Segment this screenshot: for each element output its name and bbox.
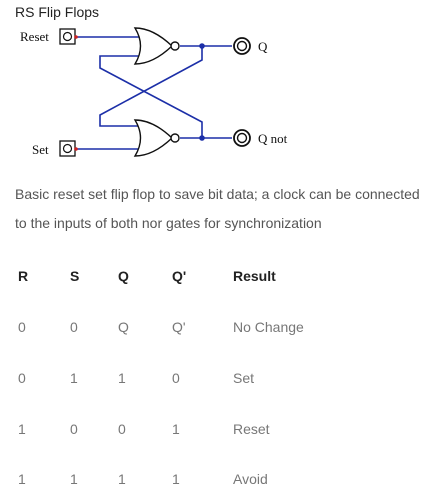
q-feedback-wire <box>99 46 203 127</box>
cell-q: Q <box>118 319 129 335</box>
header-result: Result <box>233 268 276 284</box>
qnot-label: Q not <box>258 131 288 146</box>
set-input-port <box>59 140 78 157</box>
table-header-row: R S Q Q' Result <box>0 256 432 296</box>
cell-s: 1 <box>70 471 78 487</box>
q-label: Q <box>258 39 268 54</box>
cell-r: 0 <box>18 319 26 335</box>
description: Basic reset set flip flop to save bit da… <box>15 186 420 231</box>
cell-q-prime: 1 <box>172 471 180 487</box>
qnot-feedback-wire <box>99 55 203 138</box>
header-s: S <box>70 268 80 284</box>
nor-gate-bottom <box>133 119 180 157</box>
cell-q-prime: 0 <box>172 370 180 386</box>
reset-label: Reset <box>20 29 49 44</box>
cell-q-prime: 1 <box>172 421 180 437</box>
cell-q: 1 <box>118 370 126 386</box>
q-output-probe <box>233 37 251 55</box>
reset-input-port <box>59 28 78 45</box>
cell-s: 0 <box>70 319 78 335</box>
rs-flip-flop-circuit: Reset Set Q Q not <box>20 27 288 157</box>
table-row: 1 0 0 1 Reset <box>0 409 432 449</box>
cell-s: 1 <box>70 370 78 386</box>
qnot-output-probe <box>233 129 251 147</box>
nor-gate-top <box>133 27 180 65</box>
cell-r: 1 <box>18 421 26 437</box>
table-row: 0 1 1 0 Set <box>0 358 432 398</box>
cell-result: Avoid <box>233 471 268 487</box>
cell-q: 1 <box>118 471 126 487</box>
cell-r: 0 <box>18 370 26 386</box>
qnot-junction <box>199 135 205 141</box>
cell-s: 0 <box>70 421 78 437</box>
cell-result: Reset <box>233 421 270 437</box>
page-title: RS Flip Flops <box>15 4 100 20</box>
q-junction <box>199 43 205 49</box>
table-row: 0 0 Q Q' No Change <box>0 307 432 347</box>
table-row: 1 1 1 1 Avoid <box>0 459 432 499</box>
cell-r: 1 <box>18 471 26 487</box>
header-q: Q <box>118 268 129 284</box>
set-label: Set <box>32 142 49 157</box>
cell-result: Set <box>233 370 255 386</box>
cell-q-prime: Q' <box>172 319 186 335</box>
cell-result: No Change <box>233 319 304 335</box>
header-q-prime: Q' <box>172 268 187 284</box>
header-r: R <box>18 268 29 284</box>
cell-q: 0 <box>118 421 126 437</box>
